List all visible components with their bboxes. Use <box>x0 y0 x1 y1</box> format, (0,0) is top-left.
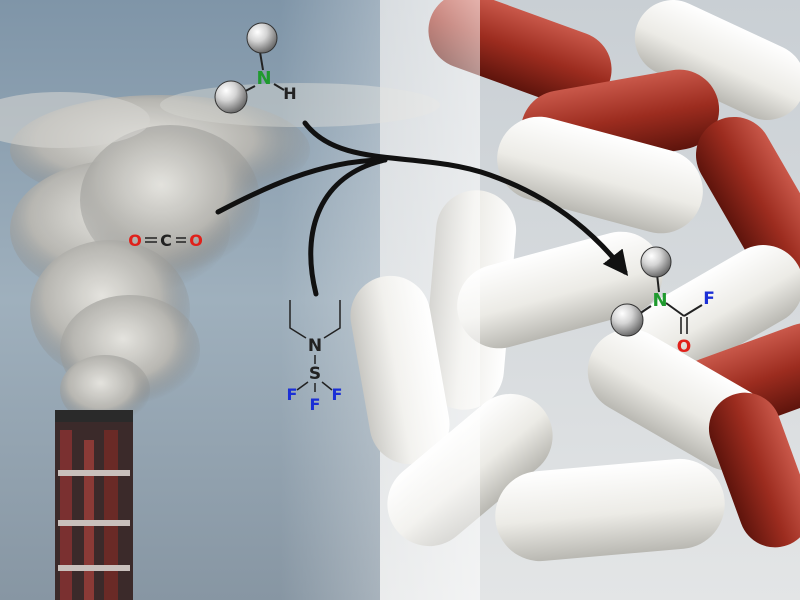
amine-hydrogen-label: H <box>283 84 296 103</box>
amine-nitrogen-label: N <box>256 68 271 89</box>
co2-carbon: C <box>160 231 172 250</box>
amine-to-product-arrow <box>302 120 629 276</box>
product-substituent-ball-top <box>640 246 672 278</box>
dast-fluorine-right: F <box>332 385 343 404</box>
blend-overlay <box>280 0 480 600</box>
co2-structure: O C O <box>128 231 203 250</box>
dast-arrow <box>308 157 388 297</box>
co2-oxygen-left: O <box>128 231 142 250</box>
smokestack <box>55 410 133 600</box>
smoke-cloud <box>0 83 440 425</box>
product-oxygen-label: O <box>677 337 691 357</box>
product-nitrogen-label: N <box>652 290 667 311</box>
carbamoyl-fluoride-product: N F O <box>610 246 715 357</box>
dast-structure: N S F F F <box>287 300 343 414</box>
amine-structure: N H <box>214 22 297 114</box>
product-substituent-ball-left <box>610 303 644 337</box>
dast-fluorine-middle: F <box>310 395 321 414</box>
co2-oxygen-right: O <box>189 231 203 250</box>
dast-nitrogen-label: N <box>308 336 322 356</box>
amine-substituent-ball-top <box>246 22 278 54</box>
dast-fluorine-left: F <box>287 385 298 404</box>
co2-arrow <box>215 157 388 215</box>
dast-sulfur-label: S <box>309 364 321 384</box>
amine-substituent-ball-left <box>214 80 248 114</box>
product-fluorine-label: F <box>703 289 715 309</box>
